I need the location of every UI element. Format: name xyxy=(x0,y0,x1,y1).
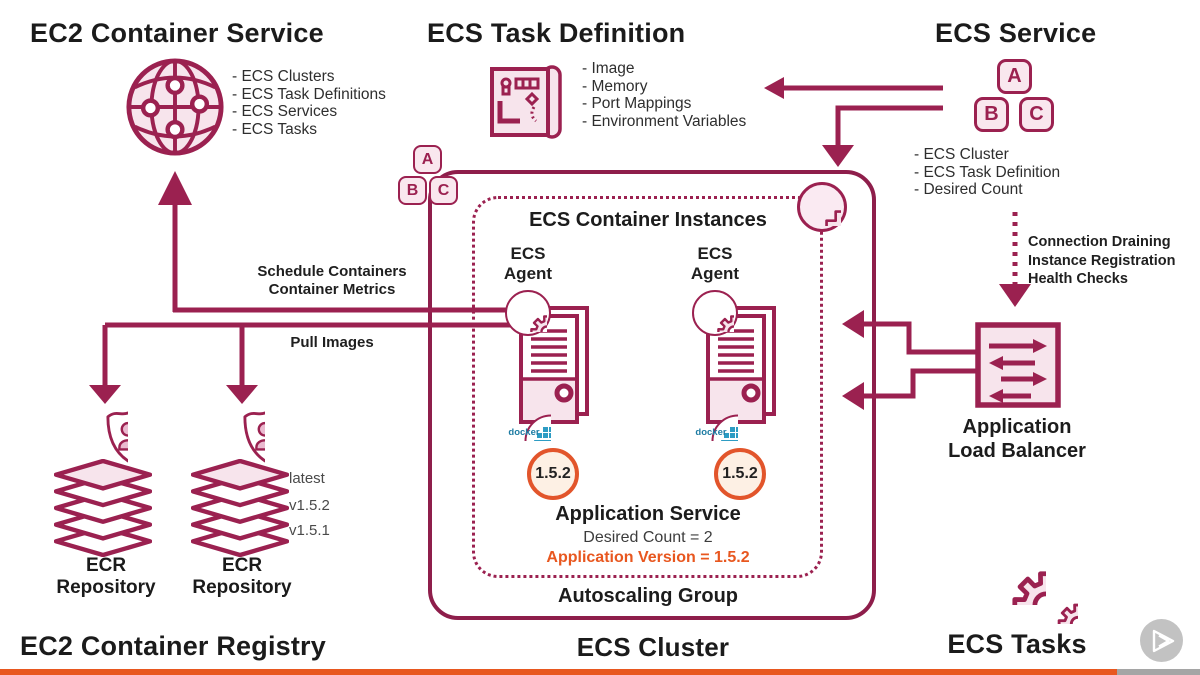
ecs-service-title: ECS Service xyxy=(935,18,1097,48)
ecr-repository-icon-2 xyxy=(191,459,289,557)
task-definition-list: - Image - Memory - Port Mappings - Envir… xyxy=(582,60,746,130)
ecs-task-definition-title: ECS Task Definition xyxy=(427,18,686,48)
repo-label-line2: Repository xyxy=(192,577,292,598)
video-progress-bar[interactable] xyxy=(0,669,1117,675)
alb-arrow-upper xyxy=(862,321,976,355)
image-tag-v152: v1.5.2 xyxy=(289,497,330,514)
globe-icon xyxy=(126,58,224,156)
repo-label-line2: Repository xyxy=(56,577,156,598)
ecs-service-list: - ECS Cluster - ECS Task Definition - De… xyxy=(914,146,1060,199)
application-version-text: Application Version = 1.5.2 xyxy=(546,549,750,566)
docker-wordmark: docker xyxy=(508,427,539,438)
ecr-repository-label-1: ECR Repository xyxy=(45,555,167,599)
arrow-service-to-cluster xyxy=(835,105,943,146)
alb-label-line2: Load Balancer xyxy=(948,440,1086,462)
list-item: - Port Mappings xyxy=(582,95,692,112)
agent-line1: ECS xyxy=(510,244,546,263)
agent-line1: ECS xyxy=(697,244,733,263)
image-tag-v151: v1.5.1 xyxy=(289,522,330,539)
list-item: - Desired Count xyxy=(914,181,1023,198)
docker-icon-2: docker xyxy=(695,387,738,441)
pull-images-label: Pull Images xyxy=(290,334,374,351)
ecs-tasks-title: ECS Tasks xyxy=(947,629,1087,659)
ec2-container-service-title: EC2 Container Service xyxy=(30,18,324,48)
cluster-task-b-icon: B xyxy=(398,176,427,205)
desired-count-text: Desired Count = 2 xyxy=(583,529,713,546)
video-progress-remaining[interactable] xyxy=(1117,669,1200,675)
list-item: - Memory xyxy=(582,77,648,95)
autoscaling-group-box xyxy=(472,196,823,578)
alb-note: Instance Registration xyxy=(1028,252,1176,269)
list-item: - ECS Task Definitions xyxy=(232,85,386,103)
play-button[interactable] xyxy=(1140,619,1183,662)
cluster-task-c-icon: C xyxy=(429,176,458,205)
blueprint-icon xyxy=(490,65,562,139)
service-task-c-icon: C xyxy=(1019,97,1054,132)
application-service-title: Application Service xyxy=(555,503,741,525)
container-metrics-text: Container Metrics xyxy=(268,281,396,298)
ecr-repository-icon-1 xyxy=(54,459,152,557)
repo-label-line1: ECR xyxy=(221,555,263,576)
ecr-repository-label-2: ECR Repository xyxy=(181,555,303,599)
schedule-containers-text: Schedule Containers xyxy=(257,263,407,280)
alb-arrow-lower xyxy=(862,368,976,399)
ecs-agent-gear-icon-1 xyxy=(505,290,551,336)
load-balancer-icon xyxy=(975,322,1061,408)
list-item: - Image xyxy=(582,60,635,77)
list-item: - ECS Task Definition xyxy=(914,163,1061,181)
alb-note: Connection Draining xyxy=(1028,234,1171,250)
ecs-agent-label-2: ECS Agent xyxy=(655,244,775,284)
cluster-task-a-icon: A xyxy=(413,145,442,174)
shield-icon-2 xyxy=(219,408,265,464)
application-service-block: Application Service Desired Count = 2 Ap… xyxy=(467,503,829,567)
version-badge-2: 1.5.2 xyxy=(714,448,766,500)
docker-icon-1: docker xyxy=(508,387,551,441)
list-item: - ECS Services xyxy=(232,103,338,120)
ecs-agent-label-1: ECS Agent xyxy=(468,244,588,284)
image-tag-latest: latest xyxy=(289,470,325,487)
repo-label-line1: ECR xyxy=(85,555,127,576)
load-balancer-label: Application Load Balancer xyxy=(917,415,1117,463)
list-item: - ECS Clusters xyxy=(232,68,335,85)
ecs-agent-gear-icon-2 xyxy=(692,290,738,336)
alb-label-line1: Application xyxy=(962,416,1072,438)
list-item: - Environment Variables xyxy=(582,112,747,130)
service-task-a-icon: A xyxy=(997,59,1032,94)
autoscaling-group-label: Autoscaling Group xyxy=(558,585,738,607)
docker-wordmark: docker xyxy=(695,427,726,438)
play-icon xyxy=(1152,629,1174,652)
alb-notes: Connection Draining Instance Registratio… xyxy=(1028,233,1175,289)
ec2-container-registry-title: EC2 Container Registry xyxy=(20,631,326,661)
list-item: - ECS Cluster xyxy=(914,146,1009,163)
ecs-tasks-gear-icon-small xyxy=(1032,578,1078,624)
agent-line2: Agent xyxy=(503,264,553,283)
agent-line2: Agent xyxy=(690,264,740,283)
schedule-containers-label: Schedule Containers Container Metrics xyxy=(232,263,432,299)
scale-out-plus-icon xyxy=(797,182,847,232)
container-instances-title: ECS Container Instances xyxy=(529,209,767,231)
shield-icon-1 xyxy=(82,408,128,464)
ecs-cluster-label: ECS Cluster xyxy=(576,632,730,662)
list-item: - ECS Tasks xyxy=(232,120,317,138)
ec2-service-feature-list: - ECS Clusters - ECS Task Definitions - … xyxy=(232,68,386,138)
version-badge-1: 1.5.2 xyxy=(527,448,579,500)
alb-note: Health Checks xyxy=(1028,271,1128,287)
service-task-b-icon: B xyxy=(974,97,1009,132)
